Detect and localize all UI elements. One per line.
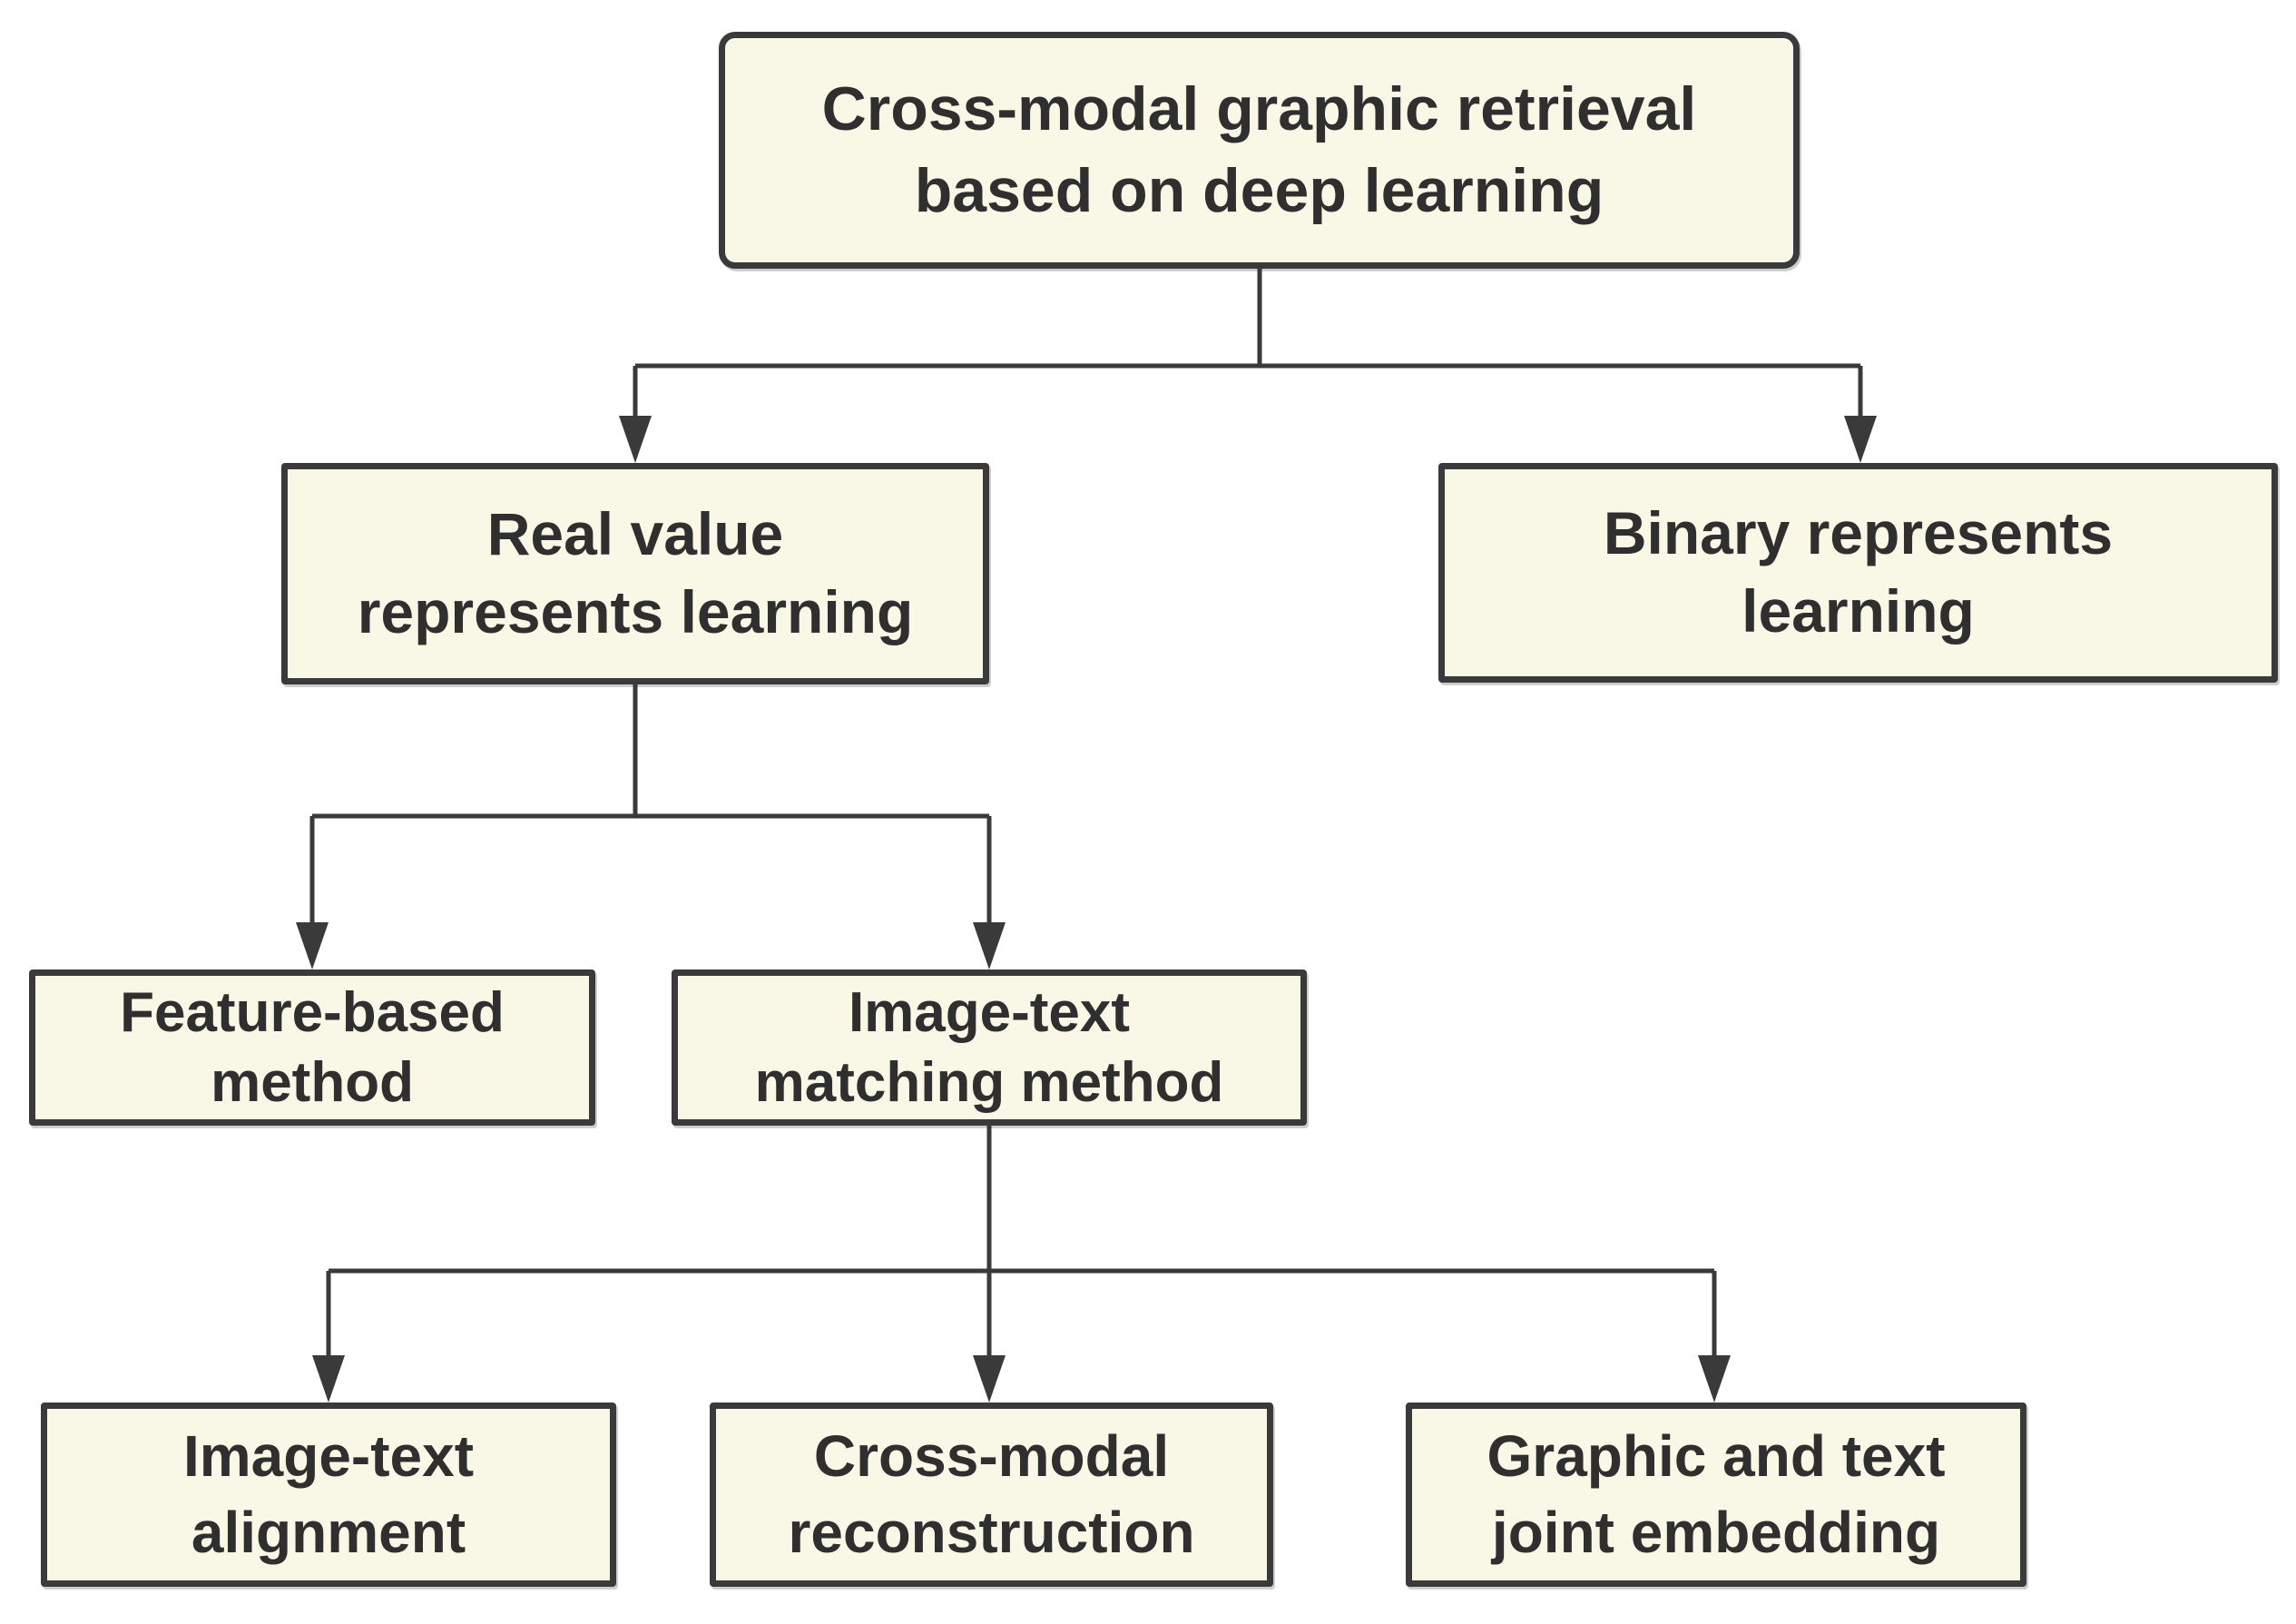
connector-realvalue-to-level3 <box>296 684 1006 969</box>
node-label-line: alignment <box>191 1499 466 1565</box>
node-label-line: Cross-modal <box>813 1423 1170 1490</box>
node-binary-represents-learning: Binary represents learning <box>1438 463 2278 683</box>
node-image-text-alignment: Image-text alignment <box>41 1403 616 1587</box>
node-label-line: learning <box>1742 577 1975 645</box>
node-graphic-and-text-joint-embedding: Graphic and text joint embedding <box>1406 1403 2026 1587</box>
node-image-text-matching-method: Image-text matching method <box>672 969 1307 1126</box>
node-label-line: Feature-based <box>120 980 505 1044</box>
arrowhead-down-icon <box>1844 416 1877 463</box>
arrowhead-down-icon <box>973 922 1006 969</box>
node-real-value-represents-learning: Real value represents learning <box>281 463 989 684</box>
node-label-line: method <box>211 1051 414 1114</box>
node-label-line: Image-text <box>182 1423 475 1490</box>
node-label-line: Graphic and text <box>1487 1423 1946 1490</box>
connector-root-to-level2 <box>619 269 1877 463</box>
node-label-line: Binary represents <box>1603 499 2114 567</box>
node-label-line: matching method <box>754 1051 1224 1114</box>
node-label-line: joint embedding <box>1491 1499 1941 1565</box>
node-label-line: based on deep learning <box>914 155 1604 225</box>
node-label-line: represents learning <box>357 578 914 645</box>
arrowhead-down-icon <box>973 1355 1006 1403</box>
node-cross-modal-reconstruction: Cross-modal reconstruction <box>710 1403 1273 1587</box>
connector-itm-to-level4 <box>312 1126 1731 1403</box>
node-feature-based-method: Feature-based method <box>29 969 595 1126</box>
node-label-line: Cross-modal graphic retrieval <box>821 74 1697 143</box>
node-label-line: Real value <box>486 500 784 568</box>
node-label-line: reconstruction <box>788 1499 1195 1565</box>
node-label-line: Image-text <box>848 980 1131 1044</box>
arrowhead-down-icon <box>296 922 329 969</box>
arrowhead-down-icon <box>1698 1355 1731 1403</box>
arrowhead-down-icon <box>312 1355 345 1403</box>
node-root: Cross-modal graphic retrieval based on d… <box>719 32 1800 269</box>
arrowhead-down-icon <box>619 416 652 463</box>
